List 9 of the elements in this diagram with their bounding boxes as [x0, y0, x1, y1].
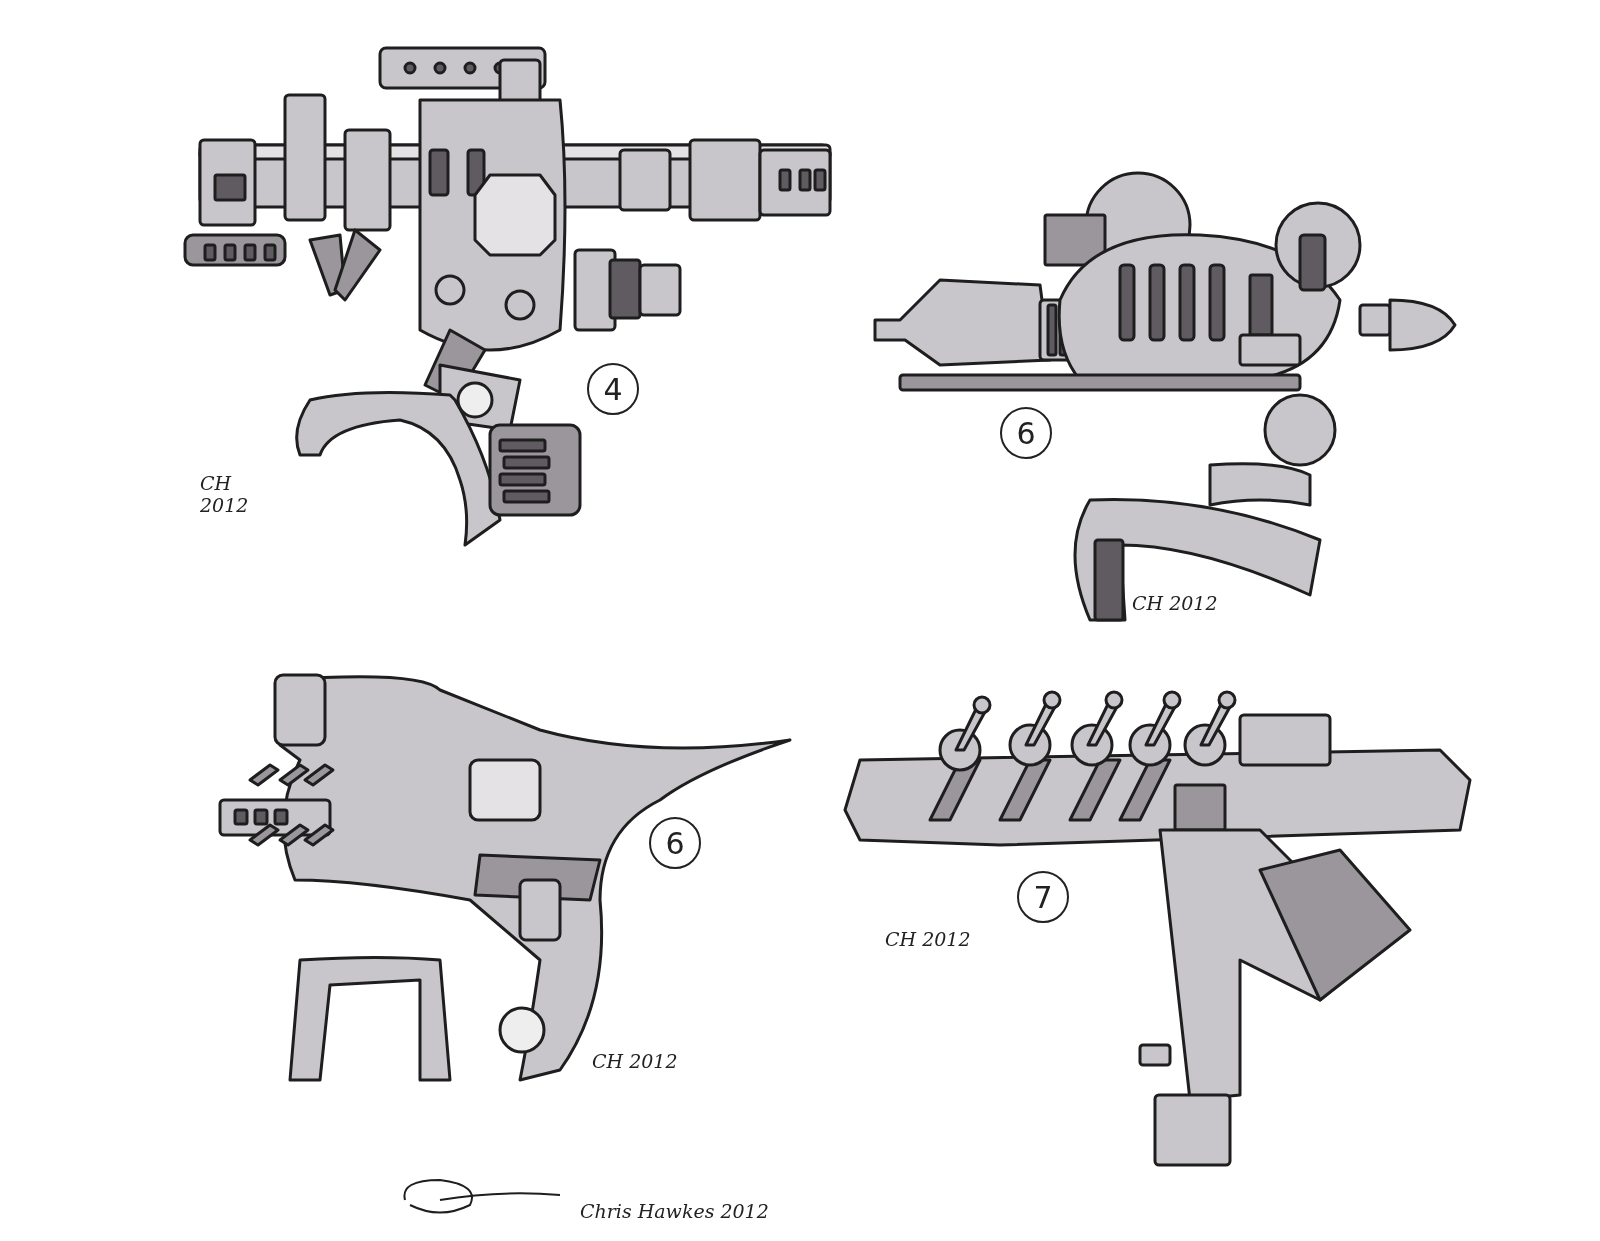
- circled-number: 6: [649, 817, 701, 869]
- circled-number: 7: [1017, 871, 1069, 923]
- signature-text: CH 2012: [200, 472, 250, 516]
- circled-number: 4: [587, 363, 639, 415]
- signature-text: CH 2012: [1132, 592, 1219, 614]
- circled-number: 6: [1000, 407, 1052, 459]
- signature-text: CH 2012: [885, 928, 972, 950]
- signature-text: Chris Hawkes 2012: [580, 1200, 770, 1222]
- signature-text: CH 2012: [592, 1050, 679, 1072]
